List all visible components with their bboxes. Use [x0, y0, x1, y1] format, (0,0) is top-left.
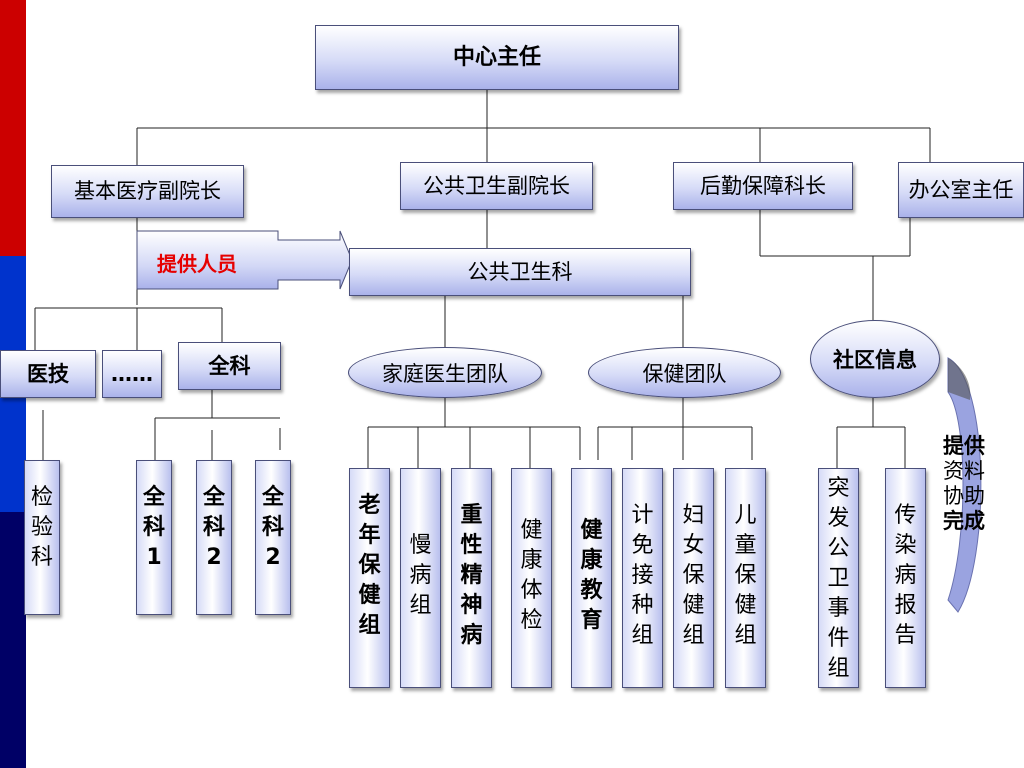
node-label: 社区信息: [833, 348, 917, 372]
provide-staff-arrow: [136, 230, 353, 290]
node-label: 儿童保健组: [734, 503, 757, 648]
assist-line-3: 协助: [943, 484, 985, 508]
assist-line-4: 完成: [943, 509, 985, 533]
node-label: 中心主任: [452, 44, 541, 70]
node-office-director: 办公室主任: [898, 162, 1024, 218]
assist-line-2: 资料: [943, 459, 985, 483]
node-women-care: 妇女保健组: [673, 468, 714, 688]
node-general-practice: 全科: [178, 342, 281, 390]
node-gp-2b: 全科2: [255, 460, 291, 615]
node-community-info: 社区信息: [810, 320, 940, 398]
curved-arrow-shape: [947, 357, 982, 613]
node-label: 医技: [27, 361, 69, 386]
node-lab: 检验科: [24, 460, 60, 615]
node-basic-medical-vp: 基本医疗副院长: [51, 165, 244, 218]
node-label: 检验科: [30, 485, 53, 570]
node-label: 健康体检: [520, 518, 543, 633]
node-logistics-chief: 后勤保障科长: [673, 162, 853, 210]
node-label: 全科1: [142, 485, 165, 570]
node-elderly-care: 老年保健组: [349, 468, 390, 688]
node-label: 公共卫生副院长: [423, 173, 570, 198]
node-label: 计免接种组: [631, 503, 654, 648]
node-public-health-vp: 公共卫生副院长: [400, 162, 593, 210]
node-label: 公共卫生科: [467, 259, 573, 284]
node-label: 传染病报告: [894, 503, 917, 648]
node-infectious-report: 传染病报告: [885, 468, 926, 688]
node-public-health-dept: 公共卫生科: [349, 248, 691, 296]
node-gp-2a: 全科2: [196, 460, 232, 615]
node-label: 健康教育: [580, 518, 603, 633]
node-health-care-team: 保健团队: [588, 347, 781, 398]
node-label: 慢病组: [409, 533, 432, 618]
node-gp-1: 全科1: [136, 460, 172, 615]
node-label: 全科2: [202, 485, 225, 570]
node-label: 保健团队: [642, 361, 727, 386]
node-label: 妇女保健组: [682, 503, 705, 648]
node-label: 全科: [208, 353, 251, 378]
node-health-education: 健康教育: [571, 468, 612, 688]
node-center-director: 中心主任: [315, 25, 679, 90]
node-label: ……: [111, 361, 153, 386]
assist-line-1: 提供: [943, 434, 985, 458]
node-label: 突发公卫事件组: [827, 476, 850, 681]
node-label: 基本医疗副院长: [74, 179, 221, 203]
node-health-checkup: 健康体检: [511, 468, 552, 688]
node-label: 后勤保障科长: [700, 173, 826, 198]
node-chronic-disease: 慢病组: [400, 468, 441, 688]
node-label: 家庭医生团队: [382, 361, 508, 386]
side-bar-navy: [0, 512, 26, 768]
node-mental-illness: 重性精神病: [451, 468, 492, 688]
node-ellipsis: ……: [102, 350, 162, 398]
node-immunization: 计免接种组: [622, 468, 663, 688]
node-emergency-events: 突发公卫事件组: [818, 468, 859, 688]
node-label: 重性精神病: [460, 503, 483, 648]
provide-staff-label: 提供人员: [157, 252, 237, 276]
node-family-doctor-team: 家庭医生团队: [348, 347, 542, 398]
node-label: 老年保健组: [358, 493, 381, 638]
node-medical-tech: 医技: [0, 350, 96, 398]
assist-text: 提供 资料 协助 完成: [939, 434, 989, 534]
node-label: 全科2: [261, 485, 284, 570]
node-label: 办公室主任: [908, 177, 1014, 202]
node-children-care: 儿童保健组: [725, 468, 766, 688]
side-bar-red: [0, 0, 26, 256]
